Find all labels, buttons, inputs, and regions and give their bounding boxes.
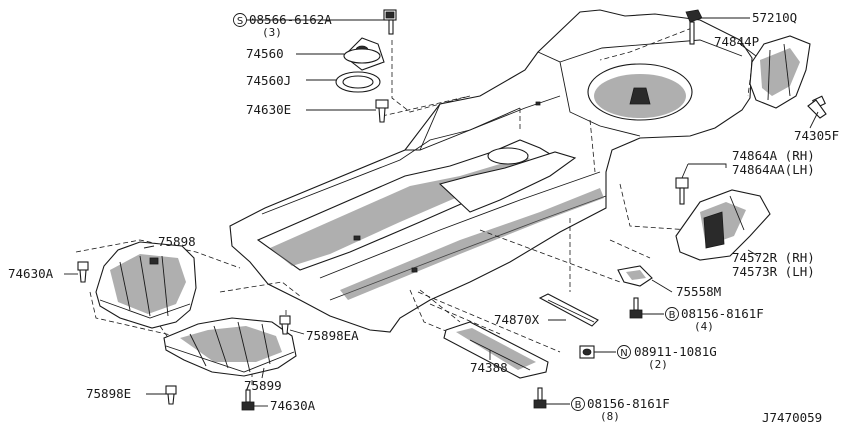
label-75898ea: 75898EA	[306, 328, 359, 343]
label-08911-1081g: 08911-1081G	[634, 344, 717, 359]
mount-74560-icon	[343, 37, 385, 71]
bolt-74864a-icon	[675, 177, 689, 205]
label-74388: 74388	[470, 360, 508, 375]
clip-75898e-icon	[165, 385, 177, 405]
label-08911-qty: (2)	[648, 358, 668, 371]
label-75558m: 75558M	[676, 284, 721, 299]
prefix-s: S	[237, 16, 243, 27]
prefix-circle-s	[233, 13, 247, 27]
label-74630a-left: 74630A	[8, 266, 54, 281]
bracket-74572r-icon	[675, 189, 771, 261]
label-08156-8161f-4: 08156-8161F	[681, 306, 764, 321]
prefix-circle-b-4	[665, 307, 679, 321]
floor-panel	[229, 9, 753, 333]
label-74864aa-lh: 74864AA(LH)	[732, 162, 815, 177]
bolt-08566-6162a-icon	[383, 9, 397, 35]
clip-74630a-left-icon	[77, 261, 89, 283]
clip-57210q-icon	[685, 9, 703, 45]
label-08566-6162a: 08566-6162A	[249, 12, 332, 27]
bracket-74844p-icon	[749, 35, 811, 109]
ring-74560j-icon	[335, 71, 381, 93]
prefix-b-8: B	[575, 400, 582, 411]
label-74572r-rh: 74572R (RH)	[732, 250, 815, 265]
label-74630e: 74630E	[246, 102, 291, 117]
label-75899: 75899	[244, 378, 282, 393]
label-08156-qty-8: (8)	[600, 410, 620, 423]
clip-74630e-icon	[375, 99, 389, 123]
prefix-circle-n	[617, 345, 631, 359]
label-74844p: 74844P	[714, 34, 759, 49]
label-08156-qty-4: (4)	[694, 320, 714, 333]
label-74560j: 74560J	[246, 73, 291, 88]
strip-74870x-icon	[538, 293, 599, 327]
label-74630a-bottom: 74630A	[270, 398, 316, 413]
cover-75898-icon	[95, 241, 197, 329]
cover-75899-icon	[163, 317, 297, 377]
callout-lines	[64, 17, 819, 407]
bracket-75558m-icon	[617, 265, 653, 287]
label-74305f: 74305F	[794, 128, 839, 143]
label-74560: 74560	[246, 46, 284, 61]
screw-74305f-icon	[807, 95, 827, 119]
clip-74630a-bottom-icon	[241, 389, 255, 411]
prefix-n: N	[620, 348, 627, 359]
label-74573r-lh: 74573R (LH)	[732, 264, 815, 279]
label-57210q: 57210Q	[752, 10, 797, 25]
diagram-id: J7470059	[762, 410, 822, 425]
label-74870x: 74870X	[494, 312, 540, 327]
prefix-b-4: B	[669, 310, 676, 321]
label-08156-8161f-8: 08156-8161F	[587, 396, 670, 411]
part-labels: S 08566-6162A (3) 74560 74560J 74630E 57…	[8, 10, 839, 425]
label-75898: 75898	[158, 234, 196, 249]
bracket-74388-icon	[443, 321, 549, 379]
label-74864a-rh: 74864A (RH)	[732, 148, 815, 163]
label-75898e: 75898E	[86, 386, 131, 401]
prefix-circle-b-8	[571, 397, 585, 411]
label-08566-qty: (3)	[262, 26, 282, 39]
clip-75898ea-icon	[279, 315, 291, 335]
bolt-08156-8161f-8-icon	[533, 387, 547, 409]
bolt-08156-8161f-4-icon	[629, 297, 643, 319]
nut-08911-1081g-icon	[579, 345, 595, 359]
